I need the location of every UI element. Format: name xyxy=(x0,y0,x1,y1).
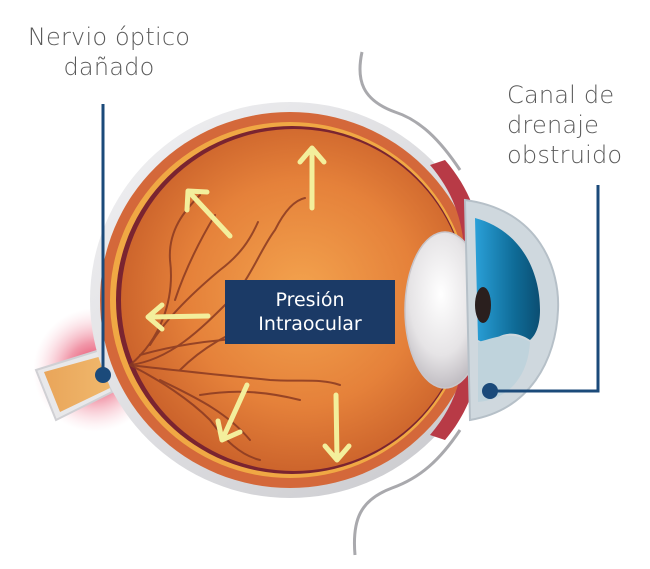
arrow-left xyxy=(145,302,211,332)
damaged-optic-nerve-label: Nervio óptico dañado xyxy=(20,22,198,82)
blocked-drainage-label-line2: drenaje xyxy=(507,111,600,139)
lower-eyelid xyxy=(352,429,462,556)
blocked-drainage-label-line1: Canal de xyxy=(507,81,615,109)
iris xyxy=(475,218,540,345)
blocked-drainage-label: Canal de drenaje obstruido xyxy=(507,80,647,170)
pupil xyxy=(475,287,491,323)
intraocular-pressure-label-box: Presión Intraocular xyxy=(225,280,395,344)
damaged-optic-nerve-label-line1: Nervio óptico xyxy=(27,23,191,51)
drain-marker-dot xyxy=(482,383,498,399)
arrow-down-left xyxy=(215,382,250,443)
upper-eyelid xyxy=(358,51,462,171)
pressure-arrows xyxy=(145,145,352,463)
blocked-drainage-label-line3: obstruido xyxy=(507,141,623,169)
damaged-optic-nerve-label-line2: dañado xyxy=(63,53,155,81)
arrow-up-left xyxy=(184,188,233,239)
nerve-marker-dot xyxy=(95,367,111,383)
optic-nerve xyxy=(34,348,114,422)
pressure-label-line2: Intraocular xyxy=(258,313,362,335)
pressure-label-line1: Presión xyxy=(275,289,345,311)
drain-leader-line xyxy=(492,185,600,393)
arrow-up xyxy=(297,145,327,211)
arrow-down xyxy=(322,392,352,463)
